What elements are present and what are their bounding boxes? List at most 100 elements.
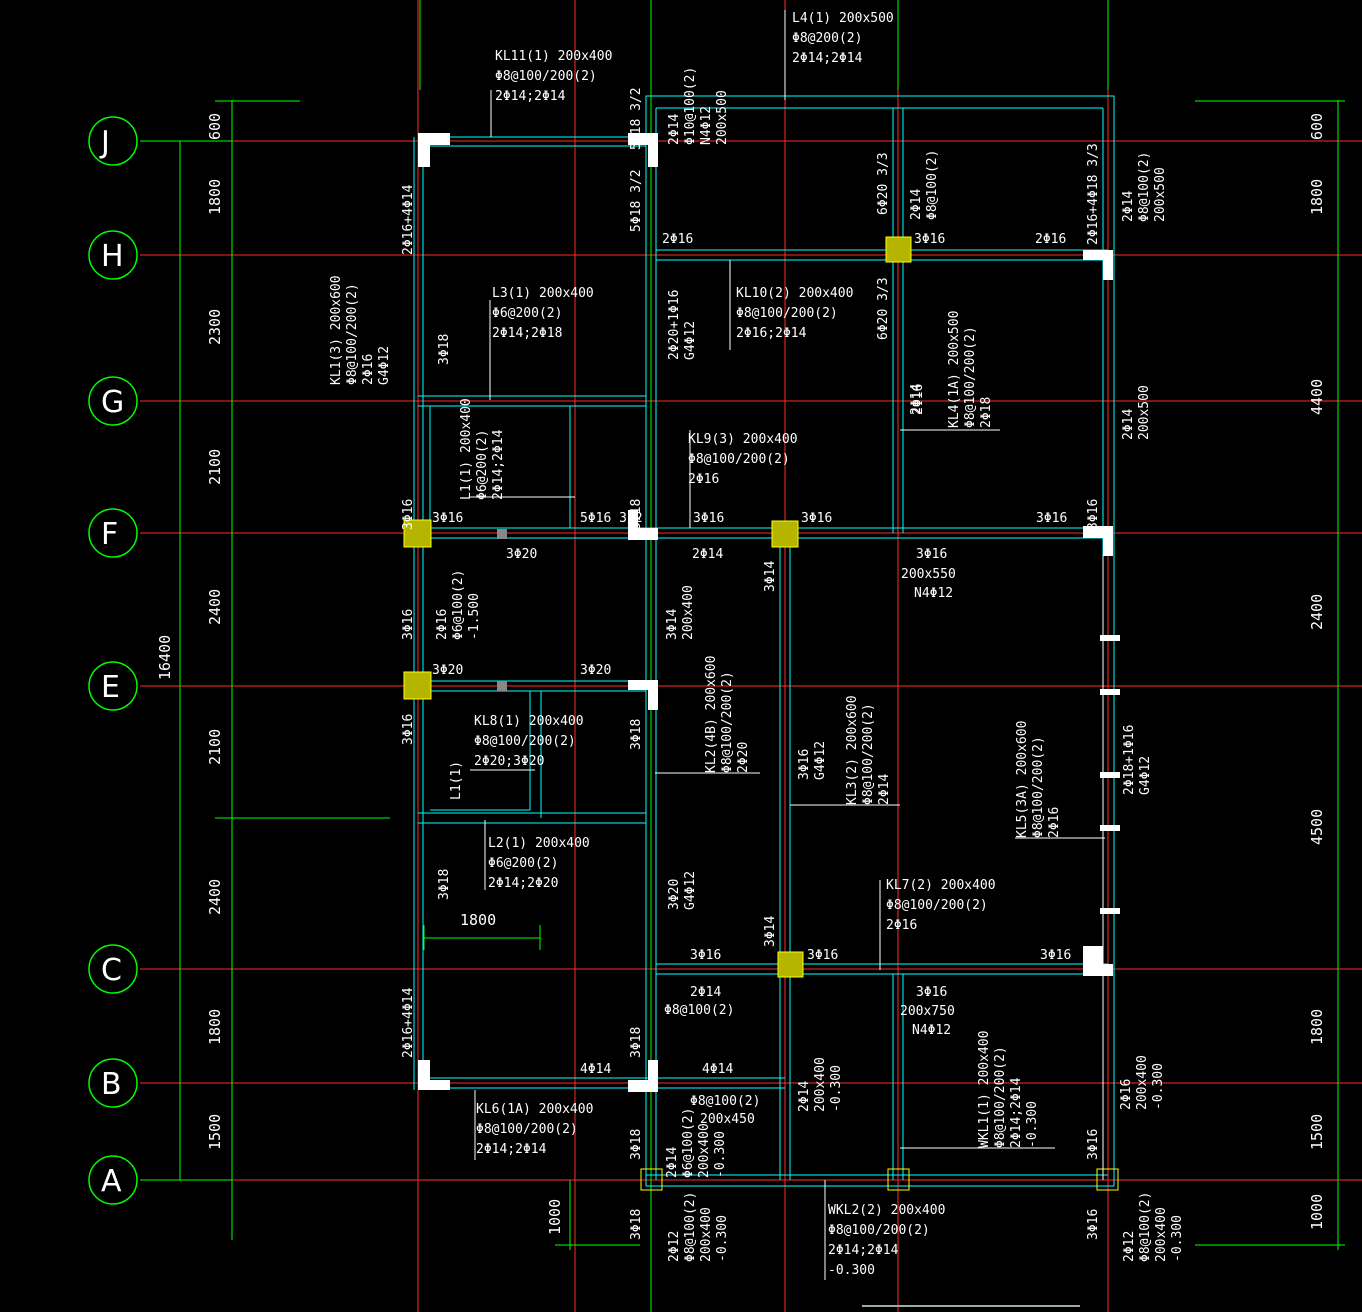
rebar-callout: Φ8@100(2) [1138,1192,1153,1262]
dimension-left: 1500 [206,1114,224,1150]
beam-label-kl7: 2Φ16 [886,918,917,933]
rebar-label: 3Φ14 [763,561,778,592]
axis-label-B: B [101,1067,122,1102]
beam-label-kl6: 2Φ14;2Φ14 [476,1142,547,1157]
rebar-label: Φ8@100(2) [664,1003,734,1018]
rebar-label: 3Φ16 [401,499,416,530]
beam-label-kl8: 2Φ20;3Φ20 [474,754,544,769]
rebar-label: 3Φ16 [432,511,463,526]
rebar-callout: 200x400 [681,585,696,640]
rebar-callout: G4Φ12 [683,871,698,910]
beam-label-kl10: KL10(2) 200x400 [736,286,853,301]
rebar-label: 2Φ16 [1035,232,1066,247]
beam-label-l4: 2Φ14;2Φ14 [792,51,863,66]
beam-label-kl9: Φ8@100/200(2) [688,452,790,467]
beam-label-kl1: 2Φ16 [361,354,376,385]
rebar-callout: 3Φ14 [665,609,680,640]
rebar-callout: G4Φ12 [683,321,698,360]
beam-label-l1a: 2Φ14;2Φ14 [491,429,506,500]
rebar-callout: 200x500 [1137,385,1152,440]
beam-label-kl2: 2Φ20 [736,742,751,773]
beam-label-kl4: 2Φ18 [979,397,994,428]
rebar-label: 3Φ18 [629,1129,644,1160]
rebar-label: 5Φ18 3/2 [629,169,644,232]
beam-label-l1a: Φ6@200(2) [475,430,490,500]
beam-label-kl11: Φ8@100/200(2) [495,69,597,84]
rebar-callout: 3Φ20 [667,879,682,910]
rebar-label: Φ8@100(2) [690,1094,760,1109]
rebar-callout: 2Φ14 [797,1081,812,1112]
beam-label-kl5: Φ8@100/200(2) [1031,736,1046,838]
axis-label-E: E [101,670,120,705]
dimension-left: 1800 [206,179,224,215]
rebar-label: 2Φ16+4Φ14 [401,987,416,1058]
rebar-callout: Φ6@100(2) [681,1108,696,1178]
dimension-right: 1500 [1308,1114,1326,1150]
beam-label-kl3: 2Φ14 [877,774,892,805]
rebar-label: 3Φ16 [1086,499,1101,530]
rebar-label: 5Φ18 3/2 [629,87,644,150]
beam-label-kl9: KL9(3) 200x400 [688,432,798,447]
rebar-callout: Φ8@100(2) [925,150,940,220]
rebar-label: 3Φ16 [690,948,721,963]
rebar-label: 3Φ20 [432,663,463,678]
rebar-label: 3Φ14 [763,916,778,947]
rebar-label: 3Φ18 [629,719,644,750]
dimension-left: 2400 [206,589,224,625]
rebar-label: 3Φ16 [1040,948,1071,963]
dimension-left: 2400 [206,879,224,915]
rebar-label: 3Φ16 [401,714,416,745]
dimension-left: 2300 [206,309,224,345]
rebar-callout: Φ10@100(2) [683,67,698,145]
rebar-callout: 2Φ14 [1121,191,1136,222]
rebar-callout: -0.300 [829,1065,844,1112]
rebar-callout: Φ8@100(2) [1137,152,1152,222]
rebar-label: 6Φ20 3/3 [876,277,891,340]
rebar-callout: 2Φ18+1Φ16 [1122,725,1137,795]
beam-label-kl2: Φ8@100/200(2) [720,671,735,773]
rebar-label: 5Φ16 3/2 [580,511,643,526]
beam-label-kl7: KL7(2) 200x400 [886,878,996,893]
beam-label-kl8: Φ8@100/200(2) [474,734,576,749]
rebar-label: 200x750 [900,1004,955,1019]
rebar-label: 3Φ16 [1036,511,1067,526]
beam-label-kl11: KL11(1) 200x400 [495,49,612,64]
beam-label-kl1: Φ8@100/200(2) [345,283,360,385]
beam-label-l2: L2(1) 200x400 [488,836,590,851]
beam-label-kl2: KL2(4B) 200x600 [704,656,719,773]
rebar-label: N4Φ12 [914,586,953,601]
beam-label-kl10: Φ8@100/200(2) [736,306,838,321]
beam-label-wkl1: -0.300 [1025,1101,1040,1148]
rebar-label: 3Φ16 [916,547,947,562]
rebar-callout: 200x400 [697,1123,712,1178]
axis-label-G: G [101,385,124,420]
beam-label-l1a: L1(1) 200x400 [459,398,474,500]
rebar-callout: 2Φ14 [665,1147,680,1178]
dimension-total: 16400 [156,635,174,680]
rebar-label: 3Φ16 [1086,1129,1101,1160]
rebar-callout: G4Φ12 [813,741,828,780]
beam-label-wkl1: 2Φ14;2Φ14 [1009,1077,1024,1148]
rebar-label: 4Φ14 [702,1062,733,1077]
columns [418,133,1113,1092]
beam-label-l3: L3(1) 200x400 [492,286,594,301]
rebar-label: 2Φ16 [662,232,693,247]
rebar-callout: 2Φ14 [909,189,924,220]
beam-label-wkl2: 2Φ14;2Φ14 [828,1243,899,1258]
rebar-callout: 3Φ16 [797,749,812,780]
beam-label-l3: 2Φ14;2Φ18 [492,326,562,341]
beam-label-l3: Φ6@200(2) [492,306,562,321]
axis-label-H: H [101,239,124,274]
dimension-right: 4500 [1308,809,1326,845]
rebar-label: 3Φ16 [916,985,947,1000]
beam-label-kl1: KL1(3) 200x600 [329,275,344,385]
rebar-callout: -0.300 [713,1131,728,1178]
beam-label-kl7: Φ8@100/200(2) [886,898,988,913]
dimension-lines [140,0,1345,1312]
rebar-label: 2Φ14 [690,985,721,1000]
rebar-callout: 2Φ16 [1119,1079,1134,1110]
rebar-label: N4Φ12 [912,1023,951,1038]
dimension-right: 600 [1308,113,1326,140]
